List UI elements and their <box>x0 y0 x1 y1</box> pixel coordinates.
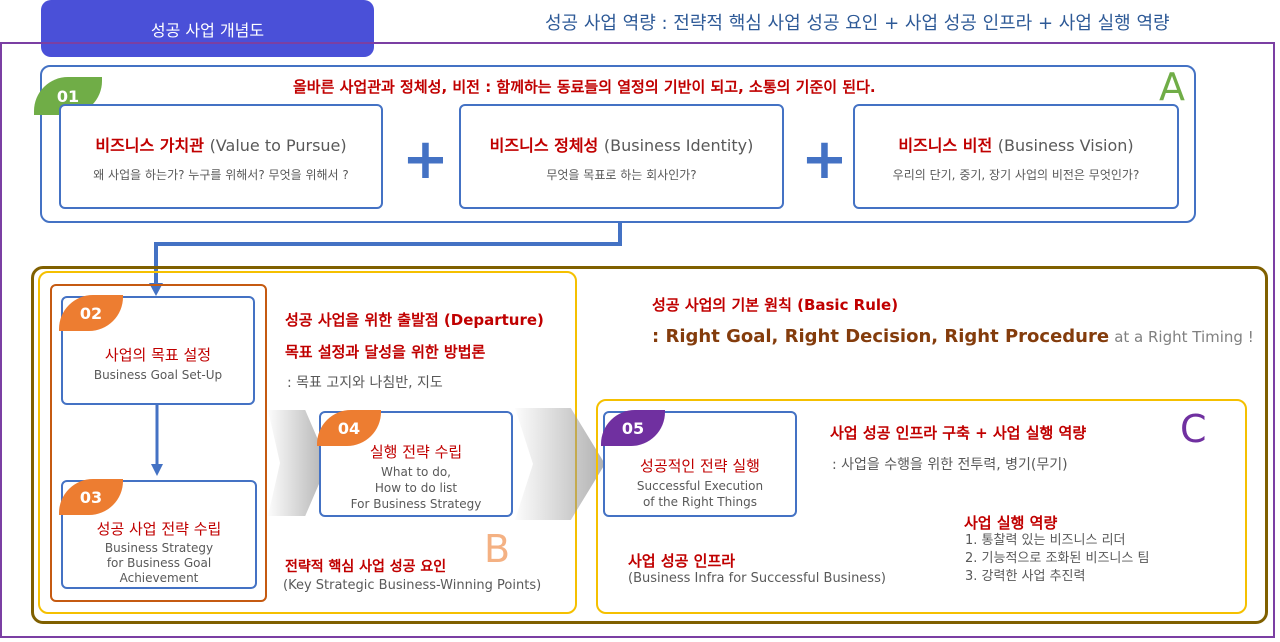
infra-label: 사업 성공 인프라 <box>628 552 736 570</box>
vision-card-title-ko: 비즈니스 비전 <box>898 136 993 155</box>
infra-label-sub: (Business Infra for Successful Business) <box>628 571 886 586</box>
capability-title: 사업 실행 역량 <box>964 514 1058 532</box>
capability-item: 3. 강력한 사업 추진력 <box>965 569 1086 584</box>
identity-card: 비즈니스 정체성 (Business Identity) 무엇을 목표로 하는 … <box>459 104 784 209</box>
value-card-title-en: (Value to Pursue) <box>209 136 347 155</box>
step-03-number: 03 <box>79 487 103 507</box>
capability-item: 2. 기능적으로 조화된 비즈니스 팀 <box>965 551 1150 566</box>
value-card-title: 비즈니스 가치관 (Value to Pursue) <box>61 132 381 156</box>
vision-card-title: 비즈니스 비전 (Business Vision) <box>855 132 1177 156</box>
basic-rule-title: 성공 사업의 기본 원칙 (Basic Rule) <box>652 296 899 314</box>
capability-item: 1. 통찰력 있는 비즈니스 리더 <box>965 533 1126 548</box>
lower-outer-frame <box>31 266 1268 624</box>
departure-line-3: : 목표 고지와 나침반, 지도 <box>287 375 443 391</box>
step-04-sub-line: What to do, <box>381 465 451 479</box>
vision-card-sub: 우리의 단기, 중기, 장기 사업의 비전은 무엇인가? <box>892 168 1140 182</box>
vision-card-title-en: (Business Vision) <box>997 136 1134 155</box>
step-05-sub-line: of the Right Things <box>642 495 758 509</box>
infra-sub: : 사업을 수행을 위한 전투력, 병기(무기) <box>832 457 1068 473</box>
step-02-number: 02 <box>79 303 103 323</box>
value-card-title-ko: 비즈니스 가치관 <box>95 136 204 155</box>
section-c-frame <box>596 399 1247 614</box>
step-05-number: 05 <box>621 418 645 438</box>
step-03-sub-line: Achievement <box>119 571 199 585</box>
step-03-title: 성공 사업 전략 수립 <box>96 520 222 538</box>
step-05-sub: Successful Execution of the Right Things <box>605 478 795 510</box>
identity-card-title-en: (Business Identity) <box>603 136 754 155</box>
section-b-footer-title: 전략적 핵심 사업 성공 요인 <box>285 559 447 575</box>
vision-card: 비즈니스 비전 (Business Vision) 우리의 단기, 중기, 장기… <box>853 104 1179 209</box>
capability-list: 1. 통찰력 있는 비즈니스 리더 2. 기능적으로 조화된 비즈니스 팀 3.… <box>965 532 1149 586</box>
step-04-title: 실행 전략 수립 <box>369 443 463 461</box>
step-03-sub-line: for Business Goal <box>106 556 212 570</box>
section-a-letter: A <box>1159 65 1185 109</box>
step-05-sub-line: Successful Execution <box>636 479 764 493</box>
step-04-sub: What to do, How to do list For Business … <box>321 464 511 512</box>
section-b-letter: B <box>484 527 511 571</box>
value-card-sub: 왜 사업을 하는가? 누구를 위해서? 무엇을 위해서 ? <box>93 168 349 182</box>
step-04-sub-line: How to do list <box>374 481 458 495</box>
goal-strategy-frame <box>50 284 267 602</box>
basic-rule-suffix: at a Right Timing ! <box>1114 328 1254 346</box>
departure-line-1: 성공 사업을 위한 출발점 (Departure) <box>285 311 544 329</box>
section-a-caption: 올바른 사업관과 정체성, 비전 : 함께하는 동료들의 열정의 기반이 되고,… <box>293 78 876 96</box>
headline: 성공 사업 역량 : 전략적 핵심 사업 성공 요인 + 사업 성공 인프라 +… <box>545 13 1170 34</box>
step-01-number: 01 <box>56 86 80 106</box>
basic-rule-text: : Right Goal, Right Decision, Right Proc… <box>652 326 1110 347</box>
step-02-sub: Business Goal Set-Up <box>93 368 223 382</box>
step-04-number: 04 <box>337 418 361 438</box>
plus-icon: + <box>801 127 848 192</box>
step-04-tag: 04 <box>317 410 381 446</box>
identity-card-title-ko: 비즈니스 정체성 <box>489 136 599 155</box>
basic-rule-line: : Right Goal, Right Decision, Right Proc… <box>652 326 1254 347</box>
step-02-title: 사업의 목표 설정 <box>104 346 212 364</box>
step-05-card: 성공적인 전략 실행 Successful Execution of the R… <box>603 411 797 517</box>
section-b-footer-sub: (Key Strategic Business-Winning Points) <box>283 578 542 593</box>
section-c-letter: C <box>1180 407 1207 451</box>
step-04-sub-line: For Business Strategy <box>350 497 482 511</box>
step-03-sub: Business Strategy for Business Goal Achi… <box>63 541 255 586</box>
infra-title: 사업 성공 인프라 구축 + 사업 실행 역량 <box>830 424 1087 442</box>
step-05-title: 성공적인 전략 실행 <box>640 457 760 475</box>
departure-line-2: 목표 설정과 달성을 위한 방법론 <box>285 343 486 361</box>
title-tab-label: 성공 사업 개념도 <box>150 20 265 40</box>
title-tab: 성공 사업 개념도 <box>41 0 374 57</box>
plus-icon: + <box>402 127 449 192</box>
identity-card-title: 비즈니스 정체성 (Business Identity) <box>461 132 782 156</box>
value-card: 비즈니스 가치관 (Value to Pursue) 왜 사업을 하는가? 누구… <box>59 104 383 209</box>
identity-card-sub: 무엇을 목표로 하는 회사인가? <box>546 168 697 182</box>
outer-frame <box>0 42 1275 638</box>
step-03-sub-line: Business Strategy <box>104 541 214 555</box>
